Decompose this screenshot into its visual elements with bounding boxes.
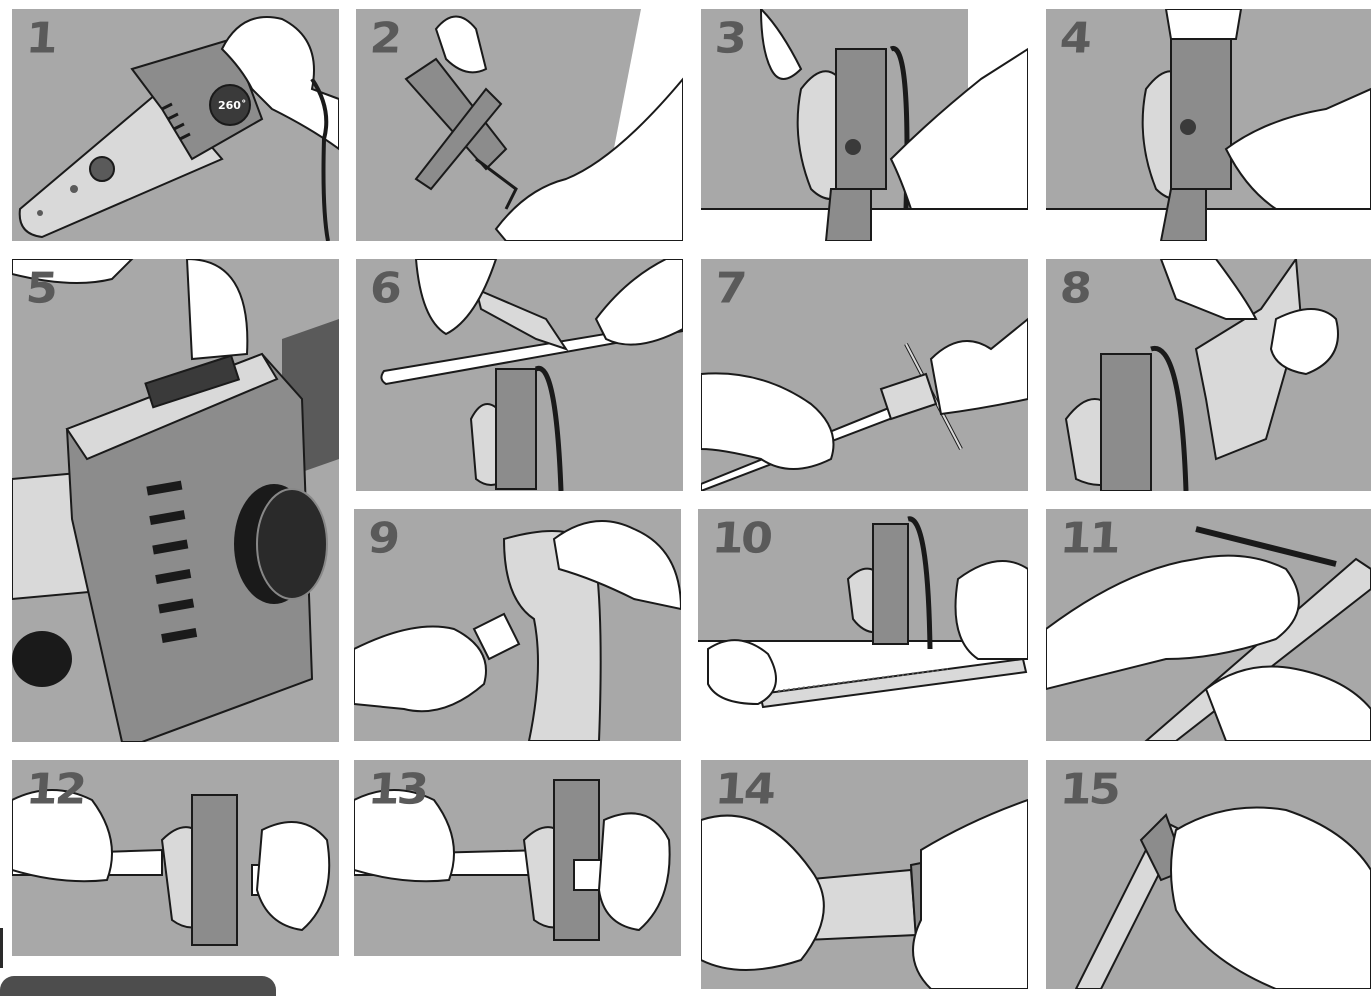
step-11-panel: 11 xyxy=(1046,509,1371,741)
step-5-panel: 5 xyxy=(12,259,339,742)
step-10-panel: 10 xyxy=(698,509,1028,741)
step-number: 12 xyxy=(25,768,86,810)
step-8-panel: 8 xyxy=(1046,259,1371,491)
step-number: 7 xyxy=(714,267,746,309)
step-15-panel: 15 xyxy=(1046,760,1371,989)
step-number: 6 xyxy=(369,267,401,309)
step-number: 14 xyxy=(714,768,775,810)
step-9-panel: 9 xyxy=(354,509,681,741)
step-number: 5 xyxy=(25,267,57,309)
step-number: 11 xyxy=(1059,517,1120,559)
step-7-panel: 7 xyxy=(701,259,1028,491)
step-3-panel: 3 xyxy=(701,9,1028,241)
step-number: 15 xyxy=(1059,768,1120,810)
bottom-tab xyxy=(0,976,276,996)
step-2-panel: 2 xyxy=(356,9,683,241)
step-1-illustration: 260˚ xyxy=(12,9,339,241)
step-9-illustration xyxy=(354,509,681,741)
step-5-illustration xyxy=(12,259,339,742)
step-2-illustration xyxy=(356,9,683,241)
step-3-illustration xyxy=(701,9,1028,241)
step-number: 3 xyxy=(714,17,746,59)
step-1-panel: 260˚ 1 xyxy=(12,9,339,241)
step-4-panel: 4 xyxy=(1046,9,1371,241)
temperature-label: 260˚ xyxy=(218,99,246,112)
step-number: 10 xyxy=(711,517,772,559)
step-number: 4 xyxy=(1059,17,1091,59)
step-7-illustration xyxy=(701,259,1028,491)
step-number: 8 xyxy=(1059,267,1091,309)
step-number: 13 xyxy=(367,768,428,810)
page-edge-mark xyxy=(0,928,3,968)
step-13-panel: 13 xyxy=(354,760,681,956)
step-14-panel: 14 xyxy=(701,760,1028,989)
step-12-panel: 12 xyxy=(12,760,339,956)
step-6-panel: 6 xyxy=(356,259,683,491)
step-6-illustration xyxy=(356,259,683,491)
step-8-illustration xyxy=(1046,259,1371,491)
step-4-illustration xyxy=(1046,9,1371,241)
step-number: 1 xyxy=(25,17,57,59)
step-number: 2 xyxy=(369,17,401,59)
step-number: 9 xyxy=(367,517,399,559)
